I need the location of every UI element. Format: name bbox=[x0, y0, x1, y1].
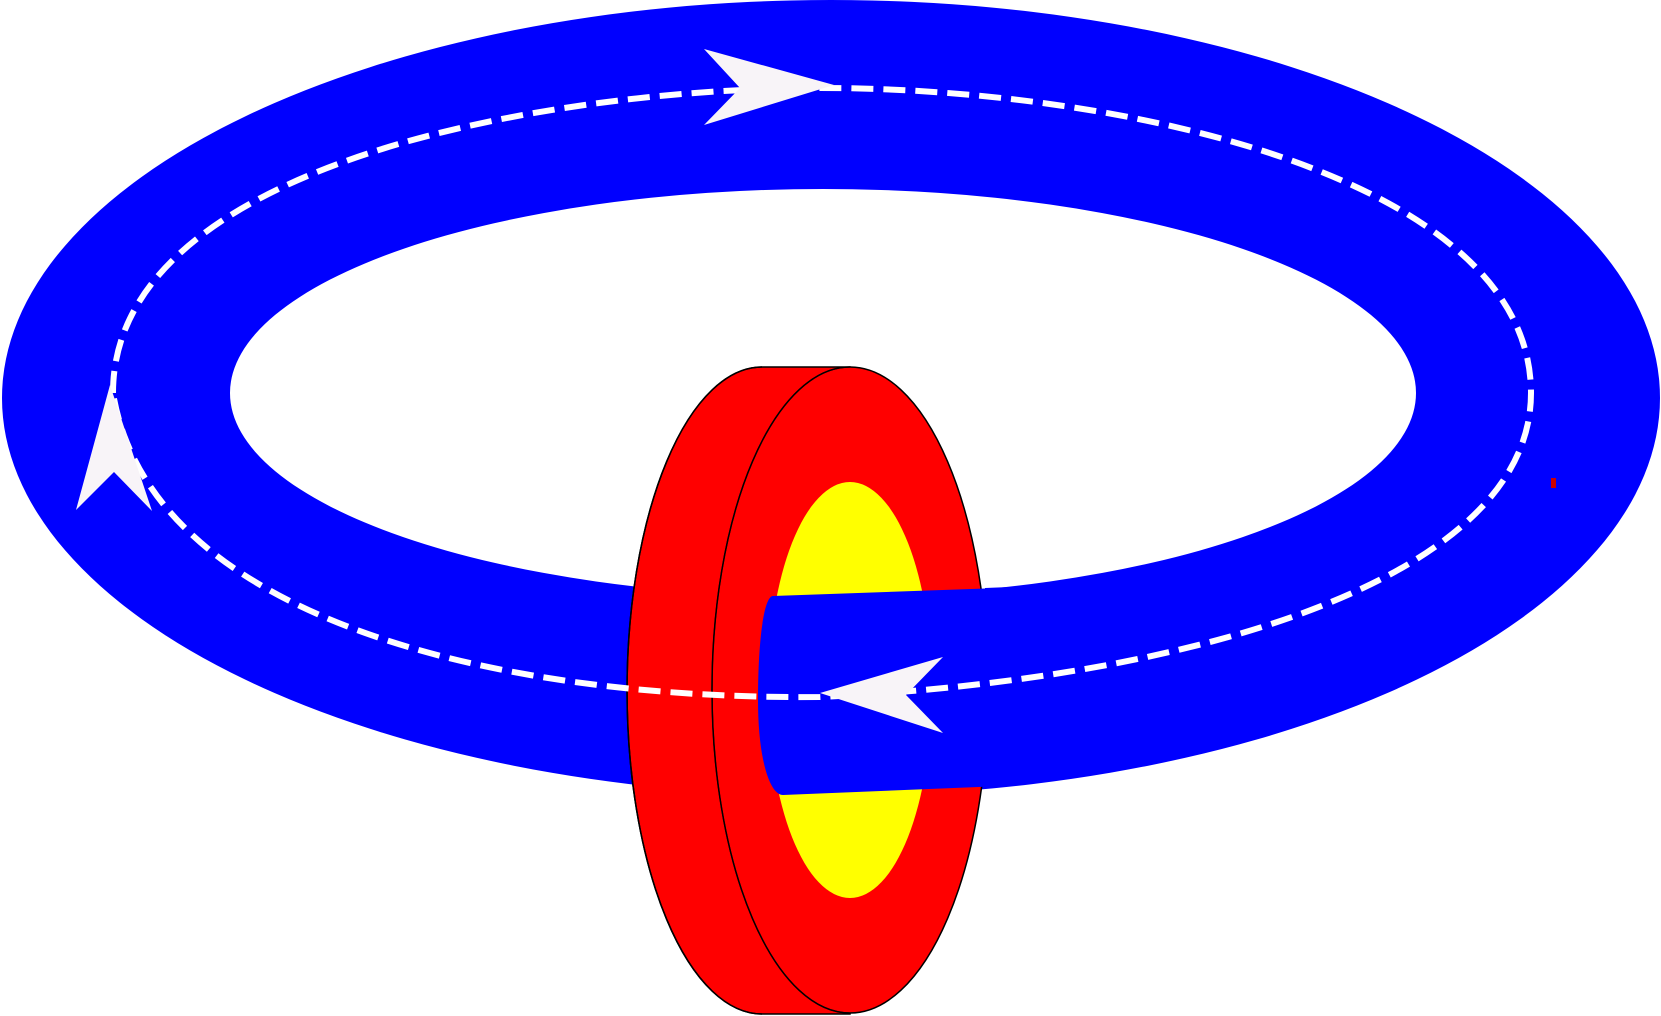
red-marker bbox=[1551, 478, 1556, 488]
arrow-left-up-icon bbox=[76, 385, 152, 511]
arrow-bottom-right-icon bbox=[820, 657, 943, 733]
disc-inner-rim-curve bbox=[711, 366, 851, 1014]
arrow-top-right-icon bbox=[704, 49, 834, 125]
ring-right-join bbox=[985, 587, 1010, 786]
dashed-flow-path bbox=[109, 84, 1535, 701]
blue-ring bbox=[2, 0, 1660, 796]
